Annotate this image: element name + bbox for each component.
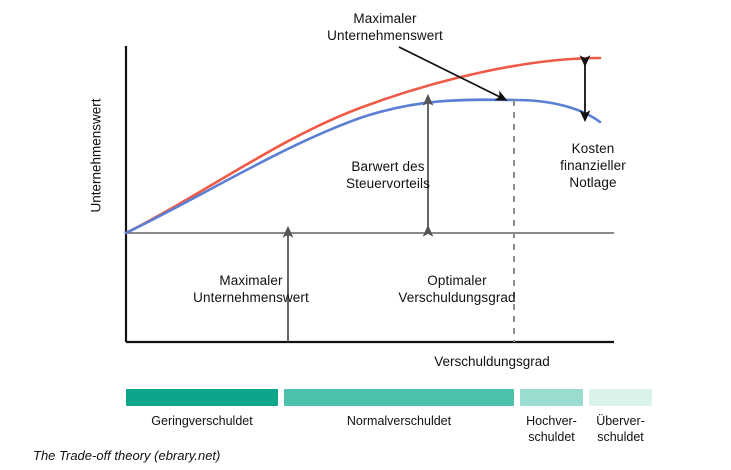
legend-label-geringverschuldet: Geringverschuldet — [151, 414, 253, 428]
legend-label-ueberverschuldet: Überver- schuldet — [596, 414, 645, 444]
legend-item-normalverschuldet: Normalverschuldet — [284, 389, 514, 429]
legend-swatch-hochverschuldet — [520, 389, 583, 406]
legend-label-hochverschuldet: Hochver- schuldet — [526, 414, 577, 444]
legend-item-hochverschuldet: Hochver- schuldet — [520, 389, 583, 445]
leverage-legend: Geringverschuldet Normalverschuldet Hoch… — [126, 389, 701, 451]
annotation-maximaler-unternehmenswert-top: Maximaler Unternehmenswert — [327, 11, 443, 43]
annotation-maximaler-unternehmenswert-region: Maximaler Unternehmenswert — [193, 273, 309, 305]
annotation-barwert-des-steuervorteils: Barwert des Steuervorteils — [346, 159, 430, 191]
legend-swatch-geringverschuldet — [126, 389, 278, 406]
annotation-kosten-finanzieller-notlage: Kosten finanzieller Notlage — [560, 141, 626, 190]
annotation-optimaler-verschuldungsgrad: Optimaler Verschuldungsgrad — [398, 273, 516, 305]
blue-curve-firm-value — [124, 98, 602, 235]
y-axis-label: Unternehmenswert — [88, 98, 104, 213]
x-axis-label: Verschuldungsgrad — [434, 354, 550, 369]
legend-swatch-ueberverschuldet — [589, 389, 652, 406]
legend-swatch-normalverschuldet — [284, 389, 514, 406]
legend-item-geringverschuldet: Geringverschuldet — [126, 389, 278, 429]
legend-label-normalverschuldet: Normalverschuldet — [346, 414, 452, 428]
top-callout-arrow — [398, 46, 508, 101]
red-curve-tax-shield — [124, 56, 602, 235]
figure-caption: The Trade-off theory (ebrary.net) — [33, 448, 221, 463]
legend-item-ueberverschuldet: Überver- schuldet — [589, 389, 652, 445]
